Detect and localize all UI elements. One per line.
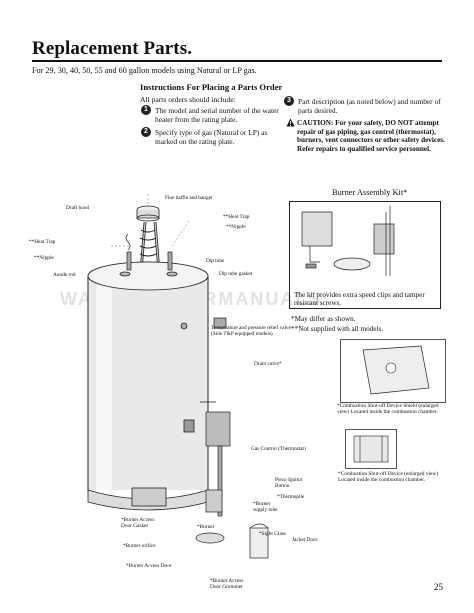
step-2-text: Specify type of gas (Natural or LP) as m… <box>155 128 268 146</box>
step-2-number: 2 <box>141 127 151 137</box>
note-may-differ: *May differ as shown. <box>291 315 356 323</box>
page-number: 25 <box>434 582 443 592</box>
label-drain-valve: Drain valve* <box>254 361 282 367</box>
label-access-grommet: *Burner Access Door Grommet <box>210 578 244 590</box>
label-burner-access-door: *Burner Access Door <box>126 563 172 569</box>
label-burner-orifice: *Burner orifice <box>123 543 156 549</box>
burner-kit-caption: The kit provides extra speed clips and t… <box>294 291 425 308</box>
label-jacket-door: Jacket Door <box>292 537 318 543</box>
label-nipple-right: **Nipple <box>226 224 246 230</box>
caution-text: CAUTION: For your safety, DO NOT attempt… <box>297 119 445 153</box>
title-rule <box>32 60 442 62</box>
instructions-intro: All parts orders should include: <box>140 95 236 104</box>
device-caption: *Combustion Shut-off Device (enlarged vi… <box>338 471 439 483</box>
label-flue-baffle: Flue baffle and hanger <box>165 195 213 201</box>
burner-kit-title: Burner Assembly Kit* <box>332 188 408 197</box>
label-dip-tube: Dip tube <box>206 258 225 264</box>
label-draft-hood: Draft hood <box>66 205 90 211</box>
step-1-text: The model and serial number of the water… <box>155 106 279 124</box>
label-nipple-left: **Nipple <box>34 255 54 261</box>
label-heat-trap-left: **Heat Trap <box>29 239 56 245</box>
label-gas-control: Gas Control (Thermostat) <box>251 446 306 452</box>
burner-kit-box <box>289 201 441 309</box>
label-thermopile: *Thermopile <box>277 494 305 500</box>
water-heater-diagram <box>87 194 269 559</box>
label-tp-valve: Temperature and pressure relief valve (S… <box>211 325 291 337</box>
note-not-supplied: **Not supplied with all models. <box>291 325 384 333</box>
label-sight-glass: *Sight Glass <box>259 531 286 537</box>
step-3-text: Part description (as noted below) and nu… <box>298 97 441 115</box>
label-burner: *Burner <box>197 524 215 530</box>
label-burner-supply: *Burner supply tube <box>253 501 278 513</box>
label-anode-rod: Anode rod <box>53 272 76 278</box>
shield-caption: *Combustion Shut-off Device Shield (enla… <box>337 403 439 415</box>
step-3-number: 3 <box>284 96 294 106</box>
warning-triangle-icon <box>286 118 295 127</box>
step-1-number: 1 <box>141 105 151 115</box>
page-subtitle: For 29, 30, 40, 50, 55 and 60 gallon mod… <box>32 66 257 75</box>
shield-enlarged-view <box>340 339 446 403</box>
device-enlarged-view <box>345 429 397 469</box>
label-piezo: Piezo Ignitor Button <box>275 477 303 489</box>
label-dip-tube-gasket: Dip tube gasket <box>219 271 253 277</box>
instructions-heading: Instructions For Placing a Parts Order <box>140 82 283 92</box>
label-access-gasket: *Burner Access Door Gasket <box>121 517 155 529</box>
label-heat-trap-right: **Heat Trap <box>223 214 250 220</box>
page-title: Replacement Parts. <box>32 38 193 59</box>
burner-kit-illustration <box>301 206 395 276</box>
